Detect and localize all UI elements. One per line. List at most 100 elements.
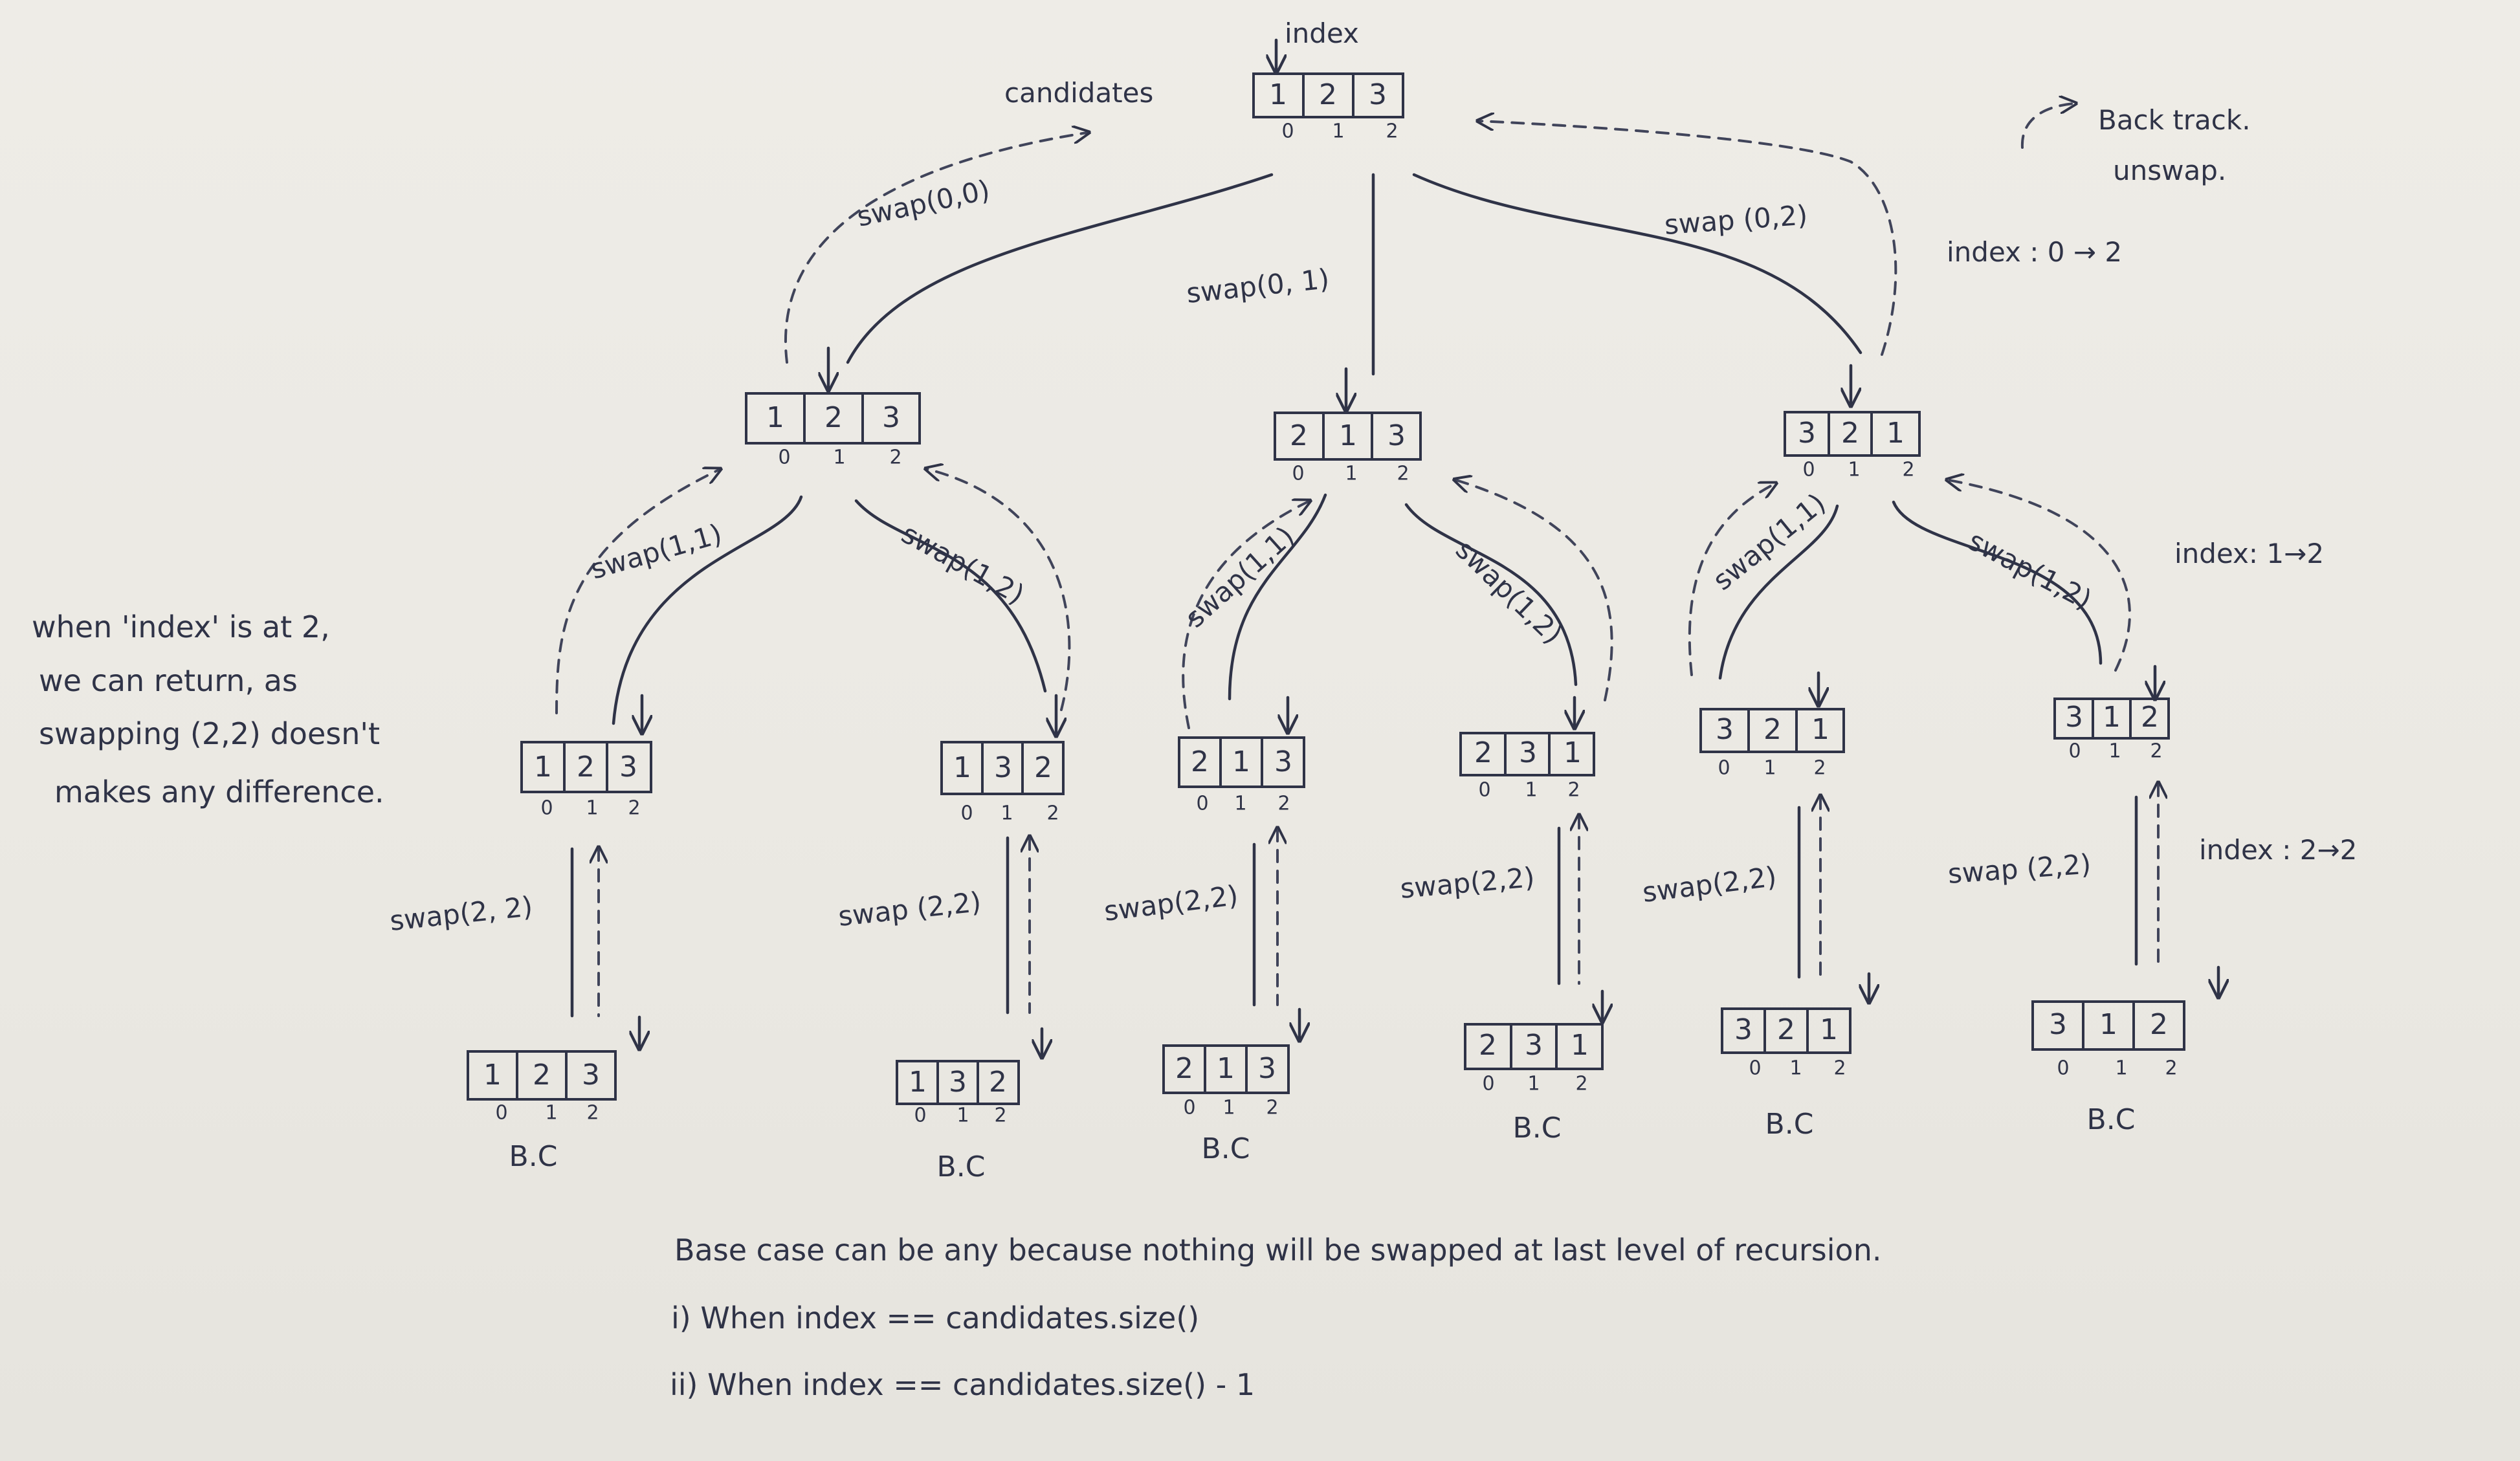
l1-2-index-0: 0 [1802, 459, 1815, 481]
l3-5-cell-2: 2 [2150, 1008, 2168, 1041]
l2-2-cell-0: 2 [1191, 745, 1209, 778]
l2-1-index-0: 0 [960, 802, 973, 825]
l2-0-cell-1: 2 [577, 751, 595, 784]
swap-label-l3-3: swap(2,2) [1399, 861, 1536, 905]
l2-3-index-1: 1 [1525, 779, 1537, 802]
l2-5-index-1: 1 [2108, 740, 2121, 763]
index-level-0-label: index : 0 → 2 [1947, 236, 2122, 268]
l1-1-index-1: 1 [1345, 463, 1357, 485]
backtrack-arrow-top-left [784, 133, 1087, 364]
l2-2-index-0: 0 [1196, 793, 1208, 815]
root-array: 1 2 3 0 1 2 [1252, 72, 1404, 143]
l1-1-index-2: 2 [1397, 463, 1409, 485]
swap-label-l2-1: swap(1,2) [896, 518, 1030, 611]
l2-box-1 [940, 741, 1065, 795]
l1-0-cell-1: 2 [824, 401, 843, 434]
l2-3-cell-2: 1 [1564, 736, 1582, 769]
l3-2-index-1: 1 [1222, 1097, 1235, 1119]
l3-box-0 [467, 1050, 617, 1101]
l3-1-cell-0: 1 [909, 1066, 927, 1099]
edge-l1-0-to-l2-1 [854, 499, 1047, 693]
level3-array-4: 3 2 1 0 1 2 B.C [1721, 1007, 1851, 1141]
edge-root-to-left [846, 173, 1274, 364]
l2-3-index-2: 2 [1567, 779, 1580, 802]
root-cell-2: 3 [1369, 78, 1387, 111]
l3-2-base-case: B.C [1202, 1132, 1250, 1165]
root-index-1: 1 [1332, 120, 1344, 143]
swap-label-l2-2: swap(1,1) [1179, 520, 1301, 634]
l2-0-cell-0: 1 [534, 751, 552, 784]
bottom-note-line-2: i) When index == candidates.size() [671, 1301, 1199, 1335]
l3-1-index-2: 2 [994, 1104, 1006, 1127]
l3-4-base-case: B.C [1765, 1108, 1814, 1141]
swap-label-l2-3: swap(1,2) [1450, 534, 1569, 650]
level1-array-0: 1 2 3 0 1 2 [745, 392, 921, 469]
l3-4-cell-2: 1 [1820, 1013, 1838, 1046]
l2-4-index-2: 2 [1813, 757, 1826, 780]
l3-5-cell-0: 3 [2049, 1008, 2067, 1041]
level3-array-1: 1 3 2 0 1 2 B.C [896, 1060, 1020, 1183]
backtrack-label: Back track. [2098, 104, 2251, 136]
l3-0-base-case: B.C [509, 1140, 558, 1173]
level1-array-2: 3 2 1 0 1 2 [1784, 411, 1921, 481]
l2-box-0 [520, 741, 652, 793]
l1-1-cell-1: 1 [1339, 419, 1357, 452]
l2-0-index-0: 0 [540, 797, 553, 820]
backtrack-arrow-top-right [1479, 121, 1897, 356]
root-array-box [1252, 72, 1404, 118]
level3-branch-2: swap(2,2) [1102, 829, 1299, 1038]
backtrack-l2-4-to-l1-2 [1688, 484, 1774, 676]
l3-box-5 [2031, 1000, 2185, 1051]
l3-3-index-0: 0 [1482, 1073, 1494, 1095]
level3-branch-5: swap (2,2) [1947, 784, 2218, 995]
l2-box-3 [1459, 732, 1595, 776]
edge-l1-2-to-l2-5 [1892, 500, 2103, 665]
l1-2-cell-0: 3 [1798, 417, 1816, 450]
l2-5-index-2: 2 [2150, 740, 2162, 763]
l1-2-cell-2: 1 [1886, 417, 1905, 450]
level2-array-0: 1 2 3 0 1 2 [520, 741, 652, 820]
l3-2-cell-0: 2 [1175, 1052, 1193, 1085]
l3-1-cell-2: 2 [989, 1066, 1007, 1099]
level2-array-3: 2 3 1 0 1 2 [1459, 732, 1595, 802]
l3-1-cell-1: 3 [949, 1066, 967, 1099]
l3-2-cell-2: 3 [1258, 1052, 1276, 1085]
l3-3-index-2: 2 [1575, 1073, 1587, 1095]
level3-array-3: 2 3 1 0 1 2 B.C [1464, 1023, 1604, 1145]
level3-array-2: 2 1 3 0 1 2 B.C [1162, 1044, 1290, 1165]
edge-root-to-right [1412, 173, 1862, 355]
root-cell-0: 1 [1269, 78, 1287, 111]
swap-label-l1-0: swap(0,0) [854, 174, 993, 233]
l3-1-base-case: B.C [937, 1150, 986, 1183]
edge-l1-2-to-l2-4 [1718, 504, 1839, 680]
l2-2-cell-2: 3 [1274, 745, 1292, 778]
swap-label-l3-4: swap(2,2) [1641, 861, 1778, 908]
l3-box-1 [896, 1060, 1020, 1105]
l3-0-index-1: 1 [545, 1102, 557, 1125]
l3-1-index-0: 0 [914, 1104, 926, 1127]
swap-label-l2-0: swap(1,1) [587, 518, 725, 585]
level2-array-2: 2 1 3 0 1 2 [1178, 736, 1305, 815]
swap-label-l3-2: swap(2,2) [1102, 879, 1240, 927]
l3-box-2 [1162, 1044, 1290, 1094]
root-cell-1: 2 [1319, 78, 1337, 111]
backtrack-legend-arrow [2020, 104, 2074, 149]
swap-label-l2-5: swap(1,2) [1963, 525, 2097, 616]
l2-box-5 [2053, 698, 2170, 740]
edge-l1-1-to-l2-2 [1228, 493, 1327, 701]
l3-3-cell-1: 3 [1525, 1029, 1543, 1062]
l3-3-cell-0: 2 [1479, 1029, 1497, 1062]
l2-box-2 [1178, 736, 1305, 788]
l3-5-index-1: 1 [2115, 1057, 2127, 1080]
l2-1-cell-2: 2 [1034, 751, 1052, 784]
l2-4-cell-0: 3 [1716, 713, 1734, 746]
left-note-line-2: we can return, as [39, 663, 298, 698]
top-index-label: index [1285, 17, 1359, 49]
l2-0-index-1: 1 [586, 797, 598, 820]
l2-4-cell-1: 2 [1763, 713, 1782, 746]
left-note-line-3: swapping (2,2) doesn't [39, 716, 380, 751]
l3-0-cell-2: 3 [582, 1059, 600, 1092]
level2-array-1: 1 3 2 0 1 2 [940, 741, 1065, 825]
l2-4-cell-2: 1 [1811, 713, 1829, 746]
l2-1-cell-1: 3 [994, 751, 1012, 784]
